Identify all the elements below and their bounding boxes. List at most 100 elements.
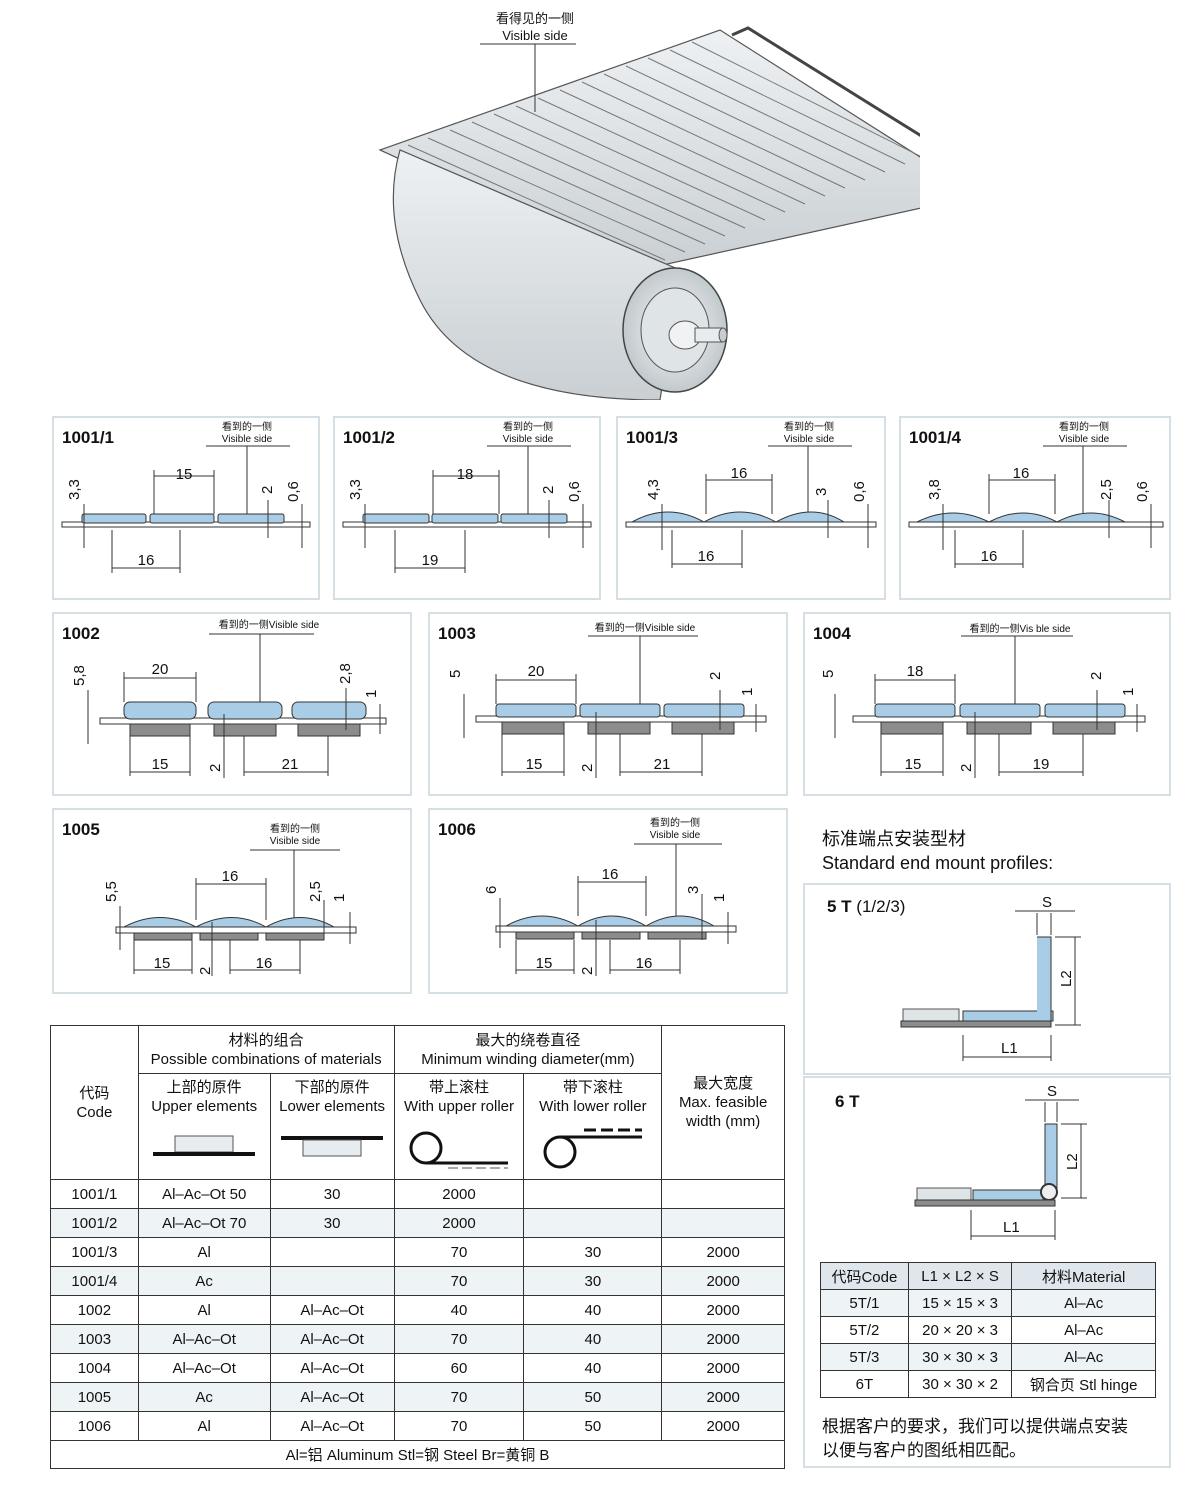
dim-h1: 5,8 [71, 665, 88, 686]
table-cell [661, 1179, 785, 1209]
table-cell: 60 [393, 1353, 525, 1383]
panel-code: 1002 [62, 624, 100, 643]
dim-bottom-width: 16 [698, 548, 715, 565]
table-cell: 2000 [661, 1324, 785, 1354]
table-cell: 钢合页 Stl hinge [1011, 1370, 1156, 1398]
table-cell: 1001/1 [50, 1179, 139, 1209]
table-cell: Al–Ac–Ot 70 [137, 1208, 271, 1238]
dim-h3: 1 [711, 894, 728, 902]
dim-h3: 1 [331, 894, 348, 902]
lower-roller-icon [523, 1121, 663, 1180]
table-cell: 1005 [50, 1382, 139, 1412]
table-cell: 40 [393, 1295, 525, 1325]
dim-h2: 2,5 [1098, 479, 1115, 500]
profile-panel-1003: 1003 看到的一侧Visible side 20 15 2 21 5 2 1 [428, 612, 788, 796]
table-cell: Al–Ac–Ot [269, 1353, 395, 1383]
hero-label-cn: 看得见的一侧 [495, 11, 574, 26]
dim-top-width: 16 [222, 868, 239, 885]
slat-section-drawing: 16 15 2 16 5,5 2,5 1 [103, 849, 357, 976]
slat-section-drawing: 20 15 2 21 5 2 1 [447, 635, 767, 778]
table-cell: 40 [523, 1353, 663, 1383]
table-cell: 2000 [393, 1208, 525, 1238]
visible-side-label: 看到的一侧Vis ble side [969, 624, 1071, 635]
dim-h3: 0,6 [285, 481, 302, 502]
table-cell: 1004 [50, 1353, 139, 1383]
dim-h2: 2 [1088, 672, 1105, 680]
table-cell: Al–Ac–Ot [269, 1324, 395, 1354]
table-cell: 20 × 20 × 3 [907, 1316, 1013, 1344]
table-cell: 2000 [393, 1179, 525, 1209]
table-cell: Al [137, 1411, 271, 1441]
table-cell: Al–Ac [1011, 1316, 1156, 1344]
dim-l2: L2 [1064, 1153, 1081, 1170]
dim-h1: 4,3 [645, 479, 662, 500]
dim-h1: 3,3 [347, 479, 364, 500]
profile-6t-drawing: S L2 L1 [914, 1083, 1087, 1240]
dim-h1: 6 [483, 886, 500, 894]
panel-code: 1001/4 [909, 428, 961, 447]
slat-section-drawing: 15 16 3,3 2 0,6 [61, 445, 311, 573]
table-cell: 70 [393, 1237, 525, 1267]
dim-s: S [1042, 894, 1052, 911]
dim-h1: 3,8 [926, 479, 943, 500]
dim-bottom-gap: 2 [207, 764, 224, 772]
profiles-title-cn: 标准端点安装型材 [822, 829, 966, 849]
table-cell: 5T/1 [820, 1289, 909, 1317]
dim-h2: 3 [813, 488, 830, 496]
dim-bottom-width: 16 [138, 552, 155, 569]
dim-h3: 1 [1120, 688, 1137, 696]
dim-h3: 0,6 [1134, 481, 1151, 502]
dim-s: S [1047, 1083, 1057, 1100]
table-cell: 50 [523, 1382, 663, 1412]
profile-panel-1002: 1002 看到的一侧Visible side 20 15 2 21 5,8 2,… [52, 612, 412, 796]
panel-code: 1001/2 [343, 428, 395, 447]
table-cell: Al–Ac [1011, 1289, 1156, 1317]
panel-code: 1004 [813, 624, 851, 643]
dim-bottom-left: 15 [536, 955, 553, 972]
custom-profile-note: 根据客户的要求，我们可以提供端点安装 以便与客户的图纸相匹配。 [822, 1417, 1128, 1460]
hero-visible-side-label: 看得见的一侧 Visible side [470, 10, 600, 44]
dim-top-width: 20 [152, 661, 169, 678]
col-code: 代码Code [820, 1262, 909, 1290]
table-cell: 15 × 15 × 3 [907, 1289, 1013, 1317]
materials-legend: Al=铝 Aluminum Stl=钢 Steel Br=黄铜 B [50, 1440, 785, 1469]
lower-element-icon [269, 1121, 395, 1180]
dim-bottom-left: 15 [152, 756, 169, 773]
dim-bottom-right: 21 [282, 756, 299, 773]
dim-bottom-left: 15 [154, 955, 171, 972]
col-material: 材料Material [1011, 1262, 1156, 1290]
upper-element-icon [137, 1121, 271, 1180]
slat-section-drawing: 16 16 4,3 3 0,6 [625, 445, 877, 568]
table-cell: 30 [523, 1237, 663, 1267]
dim-h3: 1 [739, 688, 756, 696]
table-cell: 40 [523, 1295, 663, 1325]
table-cell: 30 × 30 × 3 [907, 1343, 1013, 1371]
dim-bottom-width: 19 [422, 552, 439, 569]
table-cell: Al–Ac–Ot [137, 1324, 271, 1354]
table-cell: 1001/2 [50, 1208, 139, 1238]
slat-section-drawing: 20 15 2 21 5,8 2,8 1 [71, 633, 387, 778]
dim-bottom-right: 16 [256, 955, 273, 972]
table-cell: Al–Ac–Ot [269, 1295, 395, 1325]
dim-bottom-right: 19 [1033, 756, 1050, 773]
table-cell: Al–Ac–Ot [269, 1382, 395, 1412]
dim-h3: 1 [363, 690, 380, 698]
table-cell: 2000 [661, 1382, 785, 1412]
